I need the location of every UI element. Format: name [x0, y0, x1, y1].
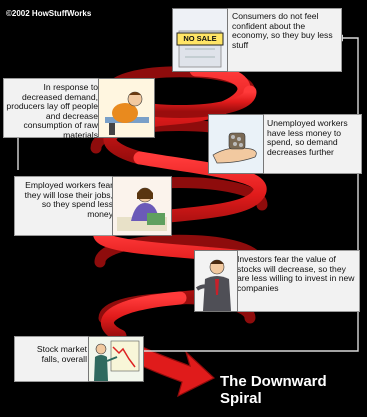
- step-text-producers: In response to decreased demand, produce…: [6, 82, 98, 140]
- illustration-worried-producer: [98, 78, 155, 138]
- copyright-notice: ©2002 HowStuffWorks: [6, 9, 92, 18]
- diagram-title-line-1: The Downward: [220, 373, 327, 390]
- diagram-title: The Downward Spiral: [220, 373, 327, 407]
- illustration-coins-in-hand: [208, 114, 264, 174]
- no-sale-sign-text: NO SALE: [183, 34, 217, 43]
- diagram-title-line-2: Spiral: [220, 390, 262, 407]
- step-text-investors: Investors fear the value of stocks will …: [237, 254, 355, 293]
- illustration-no-sale-sign: NO SALE: [172, 8, 228, 72]
- illustration-falling-chart: [88, 336, 144, 382]
- step-text-consumers: Consumers do not feel confident about th…: [232, 11, 333, 50]
- illustration-investor: [194, 250, 238, 312]
- step-text-employed: Employed workers fear they will lose the…: [24, 180, 113, 219]
- step-text-unemployed: Unemployed workers have less money to sp…: [267, 118, 348, 157]
- step-text-stock-market: Stock market falls, overall: [36, 344, 87, 364]
- illustration-worried-worker: [112, 176, 172, 236]
